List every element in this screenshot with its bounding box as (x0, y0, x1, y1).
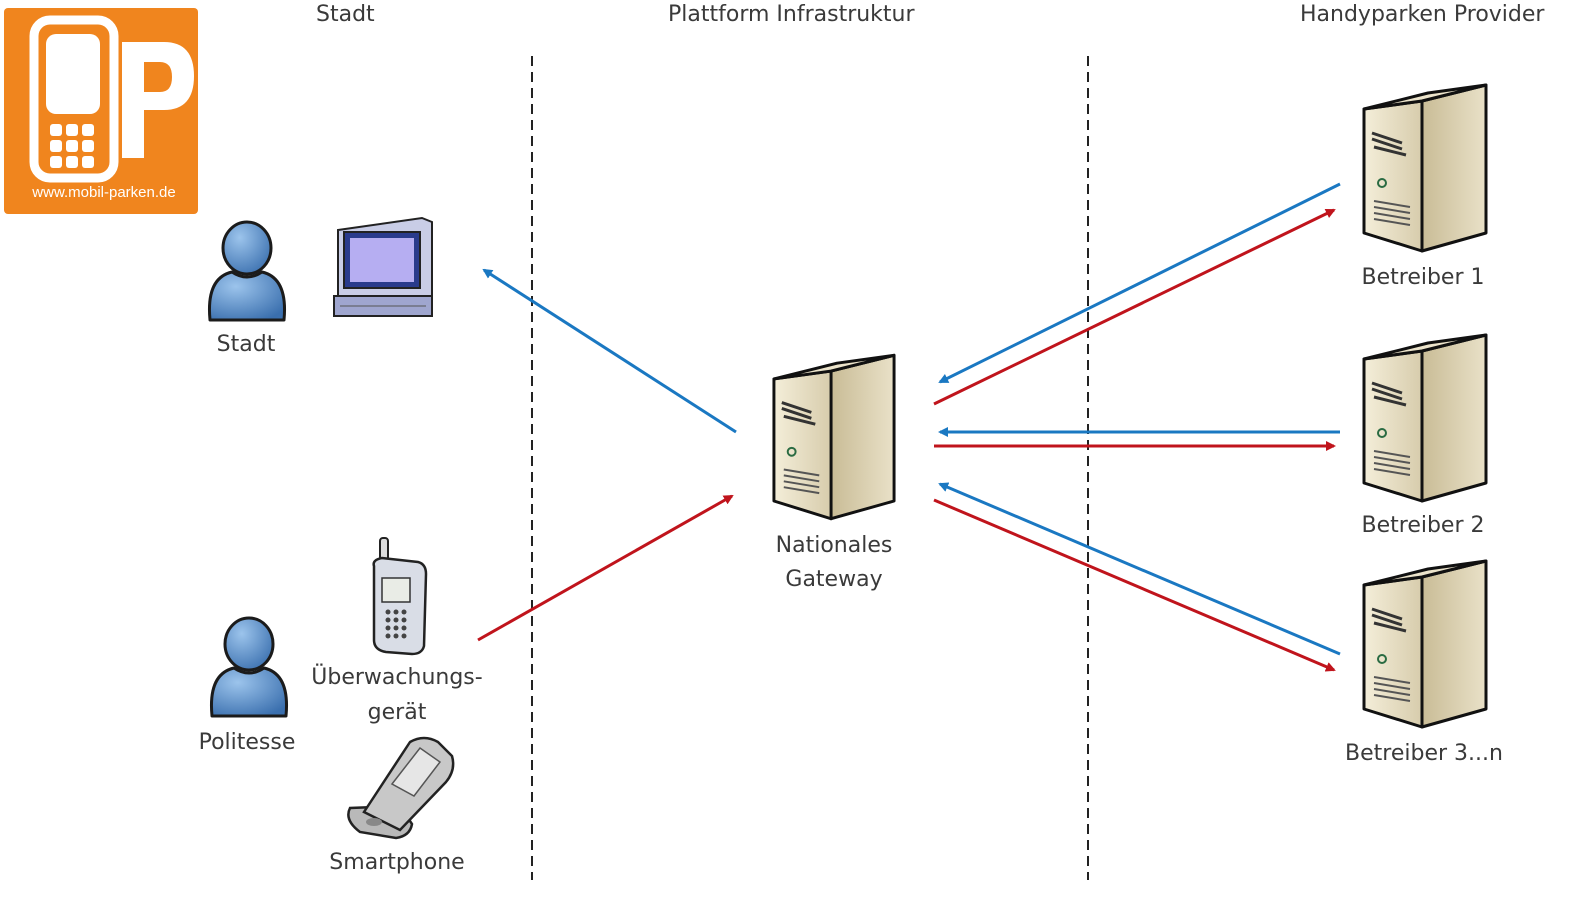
operator2-server-icon (1362, 333, 1488, 503)
arrow-operator1-to-gateway (938, 182, 1341, 384)
phone-p-icon (29, 15, 194, 183)
operator2-label: Betreiber 2 (1361, 513, 1485, 538)
arrow-gateway-to-operator1 (933, 208, 1336, 406)
arrow-device-to-gateway (477, 494, 734, 642)
column-header-provider: Handyparken Provider (1300, 2, 1545, 27)
mobil-parken-logo: www.mobil-parken.de (4, 8, 198, 214)
operator3-server-icon (1362, 559, 1488, 729)
politesse-label: Politesse (198, 730, 296, 755)
stadt-person-icon (207, 220, 287, 322)
operator1-label: Betreiber 1 (1361, 265, 1485, 290)
smartphone-label: Smartphone (329, 850, 465, 875)
handheld-device-icon (372, 537, 428, 656)
column-header-stadt: Stadt (316, 2, 375, 27)
arrow-gateway-to-stadt (482, 268, 737, 434)
operator1-server-icon (1362, 83, 1488, 253)
arrow-gateway-to-operator3 (933, 498, 1336, 672)
logo-url-text: www.mobil-parken.de (32, 184, 176, 201)
gateway-server-icon (772, 353, 896, 521)
gateway-label-line1: Nationales (775, 533, 893, 558)
operator3-label: Betreiber 3...n (1345, 741, 1503, 766)
computer-terminal-icon (333, 216, 433, 317)
gateway-label-line2: Gateway (785, 567, 883, 592)
arrow-operator3-to-gateway (938, 482, 1341, 656)
stadt-user-label: Stadt (216, 332, 276, 357)
politesse-person-icon (209, 616, 289, 718)
column-header-platform: Plattform Infrastruktur (668, 2, 915, 27)
smartphone-icon (347, 736, 455, 840)
device-label-line2: gerät (367, 700, 427, 725)
device-label-line1: Überwachungs- (311, 665, 483, 690)
